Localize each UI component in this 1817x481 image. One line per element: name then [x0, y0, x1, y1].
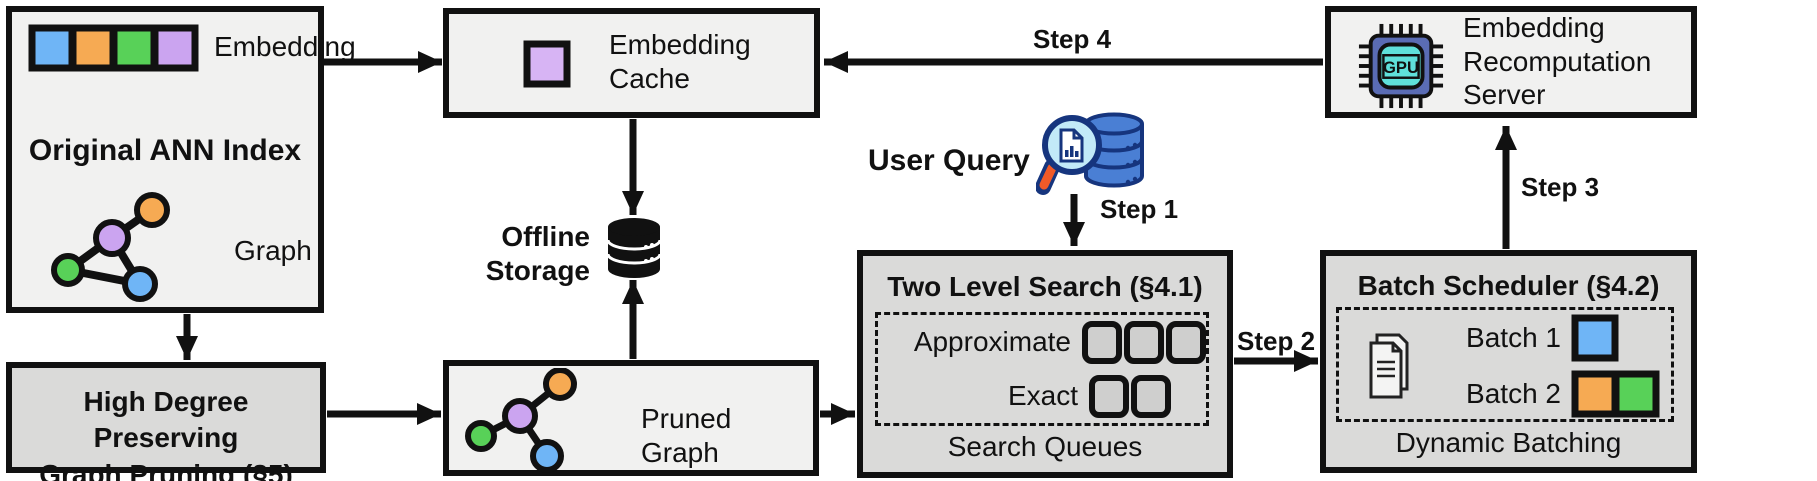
user-query-label: User Query [868, 144, 1030, 177]
cached-embedding-icon [523, 40, 571, 88]
step4-label: Step 4 [1033, 24, 1112, 54]
step2-label: Step 2 [1237, 326, 1316, 356]
dynamic-batching-panel: Batch 1 Batch 2 [1336, 307, 1674, 422]
offline-storage-label: Offline Storage [485, 221, 590, 286]
pruned-graph-box: Pruned Graph [443, 360, 819, 476]
gpu-chip-label: GPU [1383, 58, 1419, 77]
original-ann-index-box: Embedding Original ANN Index Graph [6, 6, 356, 313]
batch-scheduler-box: Batch Scheduler (§4.2) Batch 1 Batch 2 [1320, 250, 1697, 473]
two-level-search-title: Two Level Search (§4.1) [887, 271, 1203, 302]
queue-slot-icon [1082, 320, 1122, 364]
ann-index-title: Original ANN Index [28, 134, 302, 167]
graph-pruning-box: High Degree Preserving Graph Pruning (§5… [6, 362, 326, 481]
graph-pruning-label: High Degree Preserving Graph Pruning (§5… [39, 386, 293, 481]
embedding-vector-icon [28, 24, 199, 72]
embedding-cache-box: Embedding Cache [443, 8, 820, 118]
step1-label: Step 1 [1100, 194, 1179, 224]
recomputation-server-box: GPU Embedding Recomputation Server [1325, 6, 1697, 118]
approximate-queue-row: Approximate [878, 315, 1206, 369]
queue-slot-icon [1089, 374, 1129, 418]
step3-label: Step 3 [1521, 172, 1600, 202]
documents-icon [1369, 333, 1409, 399]
exact-label: Exact [1007, 380, 1078, 411]
batch1-label: Batch 1 [1466, 322, 1561, 353]
pruned-graph-icon [465, 368, 577, 473]
gpu-chip-icon: GPU [1358, 23, 1444, 109]
batch2-row: Batch 2 [1339, 366, 1671, 422]
exact-queue-row: Exact [878, 369, 1206, 423]
search-queues-panel: Approximate Exact [875, 312, 1209, 426]
approximate-label: Approximate [913, 326, 1071, 357]
two-level-search-box: Two Level Search (§4.1) Approximate Exac… [857, 250, 1233, 478]
batch1-row: Batch 1 [1339, 310, 1671, 366]
batch2-label: Batch 2 [1466, 378, 1561, 409]
batch1-square-icon [1571, 314, 1619, 362]
queue-slot-icon [1166, 320, 1206, 364]
batch2-squares-icon [1571, 370, 1660, 418]
dynamic-batching-caption: Dynamic Batching [1395, 427, 1622, 459]
batch-scheduler-title: Batch Scheduler (§4.2) [1357, 270, 1660, 301]
queue-slot-icon [1124, 320, 1164, 364]
pruned-graph-label: Pruned Graph [641, 403, 732, 468]
recomputation-server-label: Embedding Recomputation Server [1463, 12, 1652, 111]
database-icon [606, 218, 662, 278]
query-magnifier-database-icon [1036, 112, 1144, 195]
search-queues-caption: Search Queues [947, 431, 1143, 463]
embedding-label: Embedding [214, 31, 356, 62]
queue-slot-icon [1131, 374, 1171, 418]
graph-label: Graph [234, 235, 312, 266]
graph-icon [51, 192, 170, 302]
embedding-cache-label: Embedding Cache [609, 29, 751, 94]
